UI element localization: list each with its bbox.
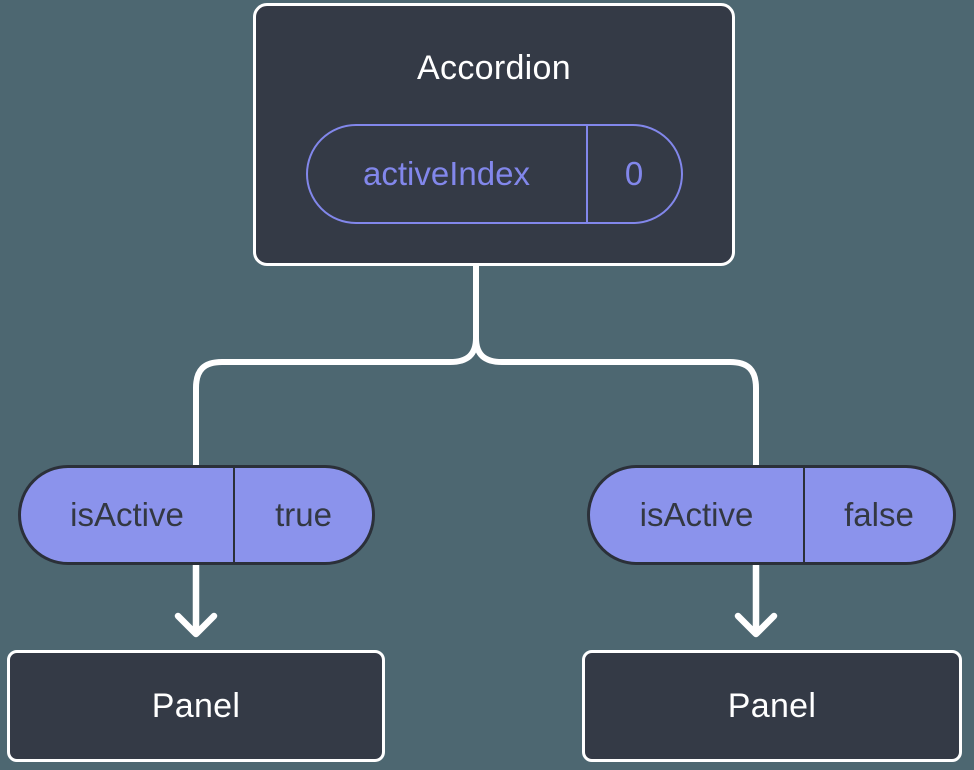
prop-value-label: false	[844, 496, 914, 533]
activeindex-prop-pill: activeIndex 0	[305, 124, 683, 224]
right-isactive-pill: isActive false	[587, 465, 956, 565]
accordion-node: Accordion activeIndex 0	[253, 3, 735, 266]
right-panel-node: Panel	[582, 650, 962, 762]
tree-branch-connector	[193, 266, 759, 465]
left-panel-node: Panel	[7, 650, 385, 762]
right-arrow-icon	[734, 561, 778, 638]
prop-value-label: 0	[624, 155, 644, 192]
prop-name-label: activeIndex	[308, 126, 588, 222]
left-arrow-icon	[174, 561, 218, 638]
prop-name-label: isActive	[590, 468, 805, 562]
accordion-title: Accordion	[417, 49, 571, 87]
prop-name-label: isActive	[21, 468, 235, 562]
left-isactive-pill: isActive true	[18, 465, 375, 565]
prop-value-label: true	[275, 496, 332, 533]
